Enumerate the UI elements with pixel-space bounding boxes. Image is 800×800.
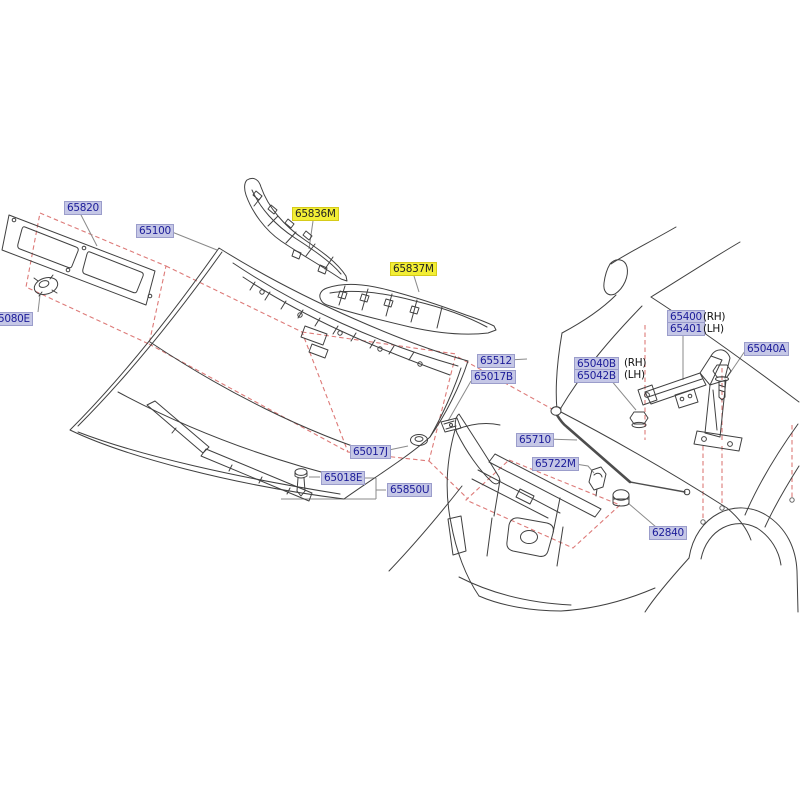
guide-end-dots xyxy=(700,497,795,525)
mounting-nut xyxy=(629,411,649,429)
note-rh-1: (RH) xyxy=(624,357,647,369)
hood-panel xyxy=(69,247,469,500)
part-label-65850U[interactable]: 65850U xyxy=(387,483,433,497)
car-front-outline xyxy=(388,226,800,613)
part-label-65401[interactable]: 65401 xyxy=(667,322,705,336)
part-label-65836M[interactable]: 65836M xyxy=(292,207,339,221)
insulator-panel xyxy=(1,214,156,306)
hinge-bolt xyxy=(712,364,732,401)
note-rh-2: (RH) xyxy=(703,311,726,323)
note-lh-2: (LH) xyxy=(703,323,724,335)
part-label-65100[interactable]: 65100 xyxy=(136,224,174,238)
part-label-65512[interactable]: 65512 xyxy=(477,354,515,368)
part-label-65400[interactable]: 65400 xyxy=(667,310,705,324)
red-dashed-guides xyxy=(25,212,793,549)
grommet xyxy=(33,274,59,297)
clip-ring xyxy=(410,434,428,446)
note-lh-1: (LH) xyxy=(624,369,645,381)
part-label-65018E[interactable]: 65018E xyxy=(321,471,366,485)
clip-square xyxy=(440,417,462,433)
part-label-65040A[interactable]: 65040A xyxy=(744,342,789,356)
part-label-65017B[interactable]: 65017B xyxy=(471,370,516,384)
part-label-5080E[interactable]: 5080E xyxy=(0,312,33,326)
part-label-65017J[interactable]: 65017J xyxy=(350,445,391,459)
rod-clamp xyxy=(588,466,607,497)
bumper-stopper xyxy=(612,489,630,507)
part-label-62840[interactable]: 62840 xyxy=(649,526,687,540)
part-label-65040B[interactable]: 65040B xyxy=(574,357,619,371)
part-label-65820[interactable]: 65820 xyxy=(64,201,102,215)
sealing-strip xyxy=(146,400,313,502)
hood-support-rod xyxy=(550,406,691,496)
part-label-65837M[interactable]: 65837M xyxy=(390,262,437,276)
part-label-65710[interactable]: 65710 xyxy=(516,433,554,447)
cowl-grille-left xyxy=(244,177,348,282)
part-label-65042B[interactable]: 65042B xyxy=(574,369,619,383)
cowl-grille-right xyxy=(319,283,497,335)
part-label-65722M[interactable]: 65722M xyxy=(532,457,579,471)
clip-pin xyxy=(294,468,308,497)
